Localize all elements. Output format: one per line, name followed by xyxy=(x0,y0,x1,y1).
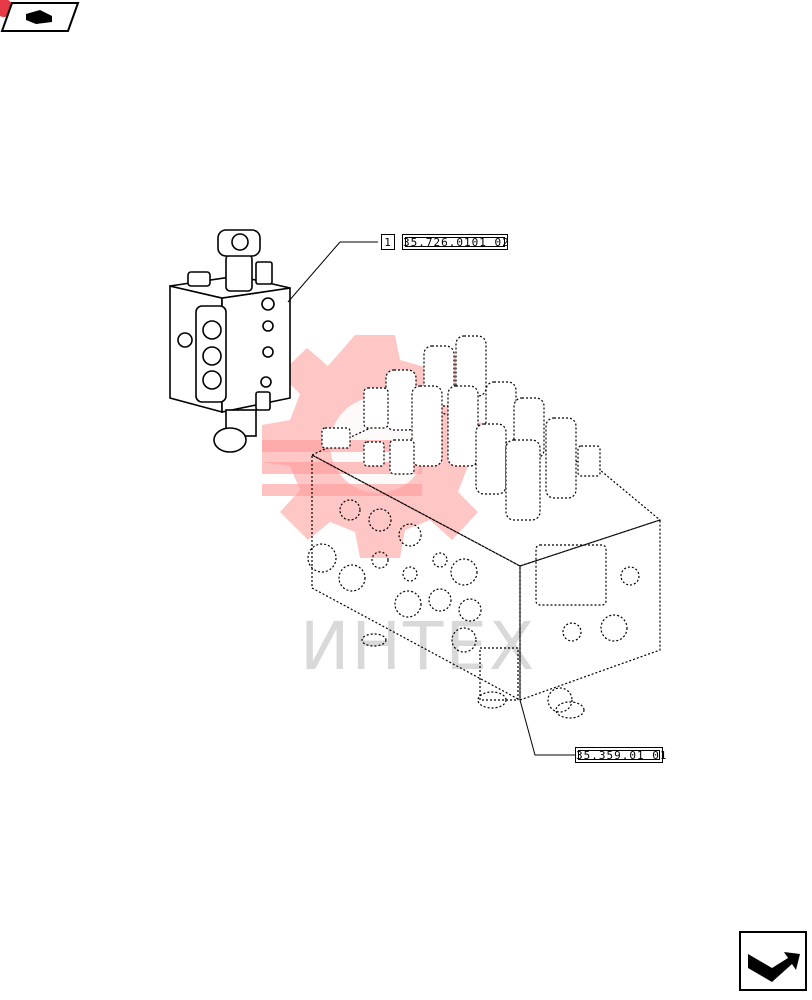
upper-reference-text: 35.726.0101 02 xyxy=(403,236,510,249)
book-arrow-icon[interactable] xyxy=(0,0,80,34)
upper-reference-callout[interactable]: 35.726.0101 02 xyxy=(402,234,510,250)
item-number-callout: 1 xyxy=(381,234,395,250)
solenoid-valves xyxy=(321,335,601,521)
item-number-text: 1 xyxy=(384,236,392,249)
lower-reference-callout[interactable]: 35.359.01 01 xyxy=(575,747,666,763)
lower-reference-text: 35.359.01 01 xyxy=(576,749,668,762)
valve-section-part xyxy=(169,229,291,453)
callout-inner-frame xyxy=(578,750,660,760)
main-valve-block-part xyxy=(307,404,662,719)
next-page-arrow-icon[interactable] xyxy=(738,930,808,992)
watermark-text: ИНТЕХ xyxy=(300,608,537,685)
callout-inner-frame xyxy=(405,237,505,247)
